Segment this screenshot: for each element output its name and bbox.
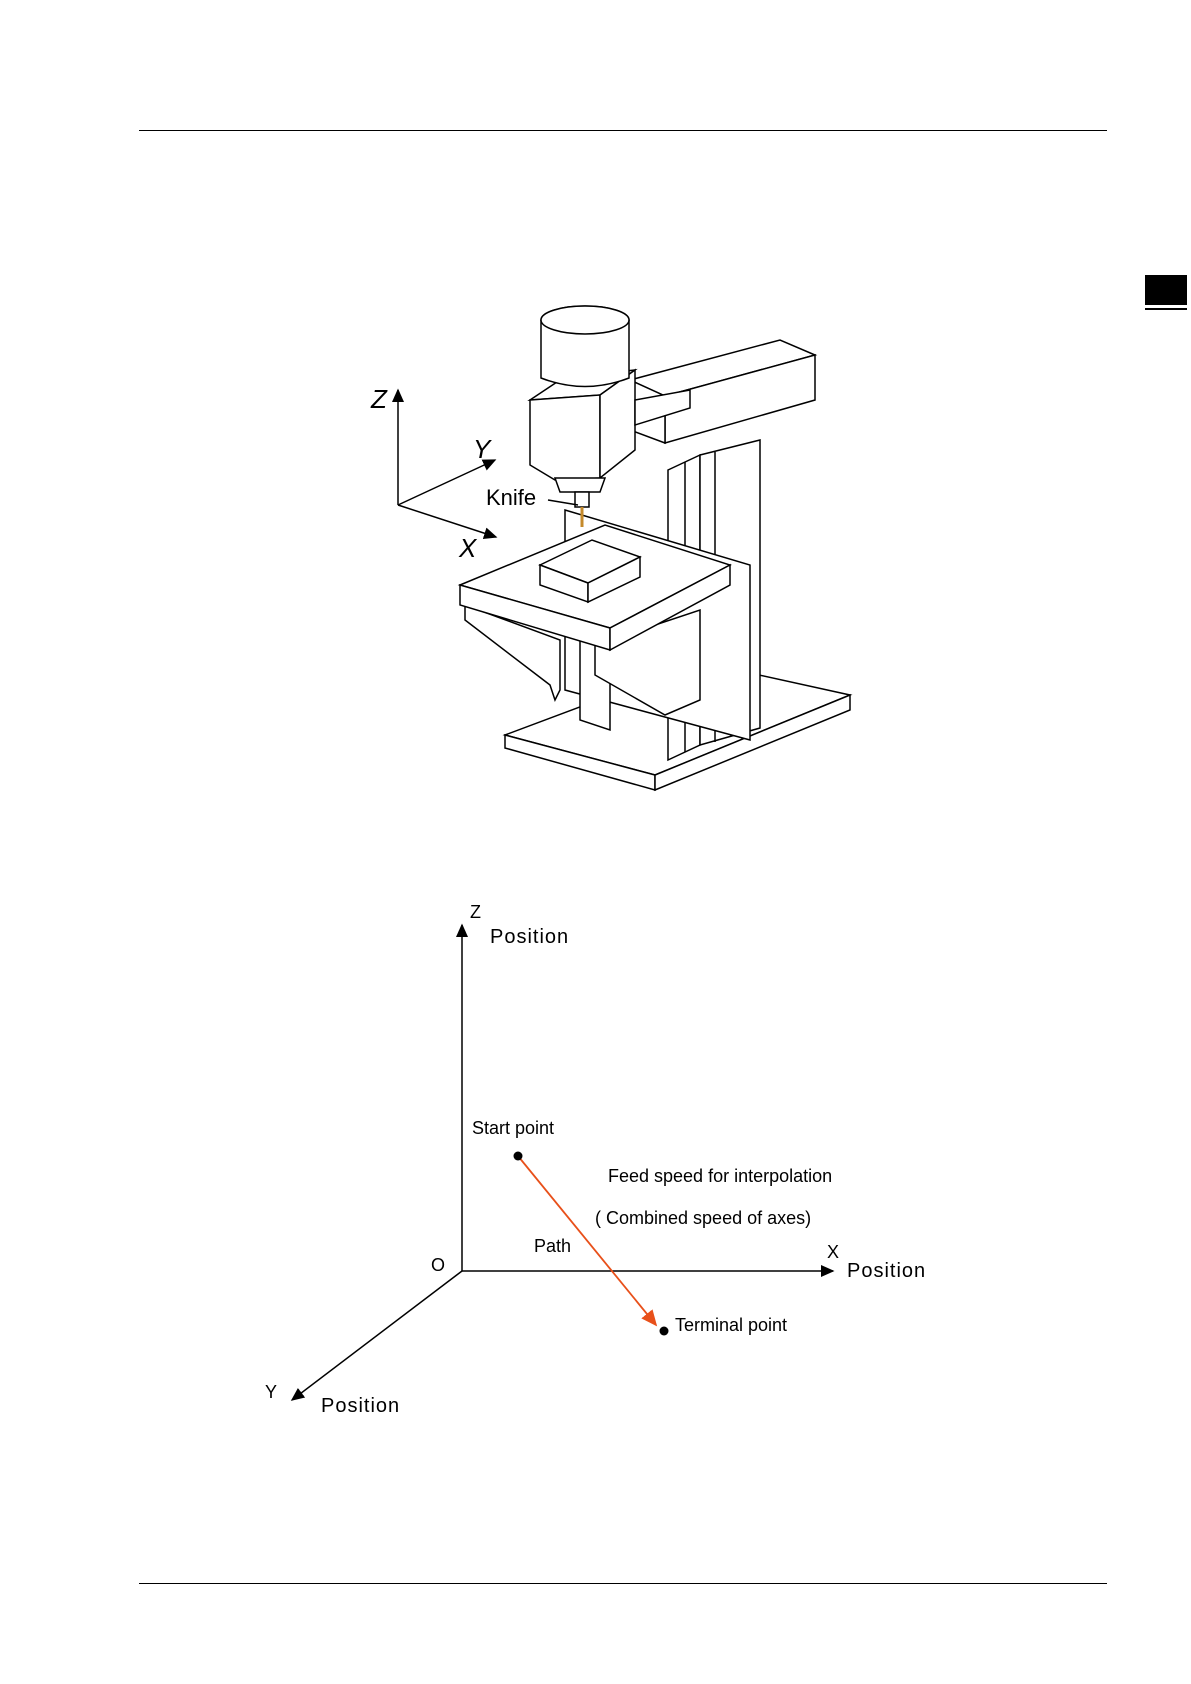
start-point-dot <box>514 1152 523 1161</box>
start-point-label: Start point <box>472 1118 554 1138</box>
z-axis-label: Z <box>470 902 481 922</box>
terminal-point-dot <box>660 1327 669 1336</box>
y-axis-label: Y <box>265 1382 277 1402</box>
feed-speed-label-line1: Feed speed for interpolation <box>608 1166 832 1186</box>
x-axis-label: X <box>827 1242 839 1262</box>
y-axis-line <box>292 1271 462 1400</box>
feed-speed-label-line2: ( Combined speed of axes) <box>595 1208 811 1228</box>
path-label: Path <box>534 1236 571 1256</box>
y-position-label: Position <box>321 1395 400 1417</box>
z-position-label: Position <box>490 926 569 948</box>
footer-rule <box>139 1583 1107 1584</box>
x-position-label: Position <box>847 1260 926 1282</box>
origin-label: O <box>431 1255 445 1275</box>
terminal-point-label: Terminal point <box>675 1315 787 1335</box>
